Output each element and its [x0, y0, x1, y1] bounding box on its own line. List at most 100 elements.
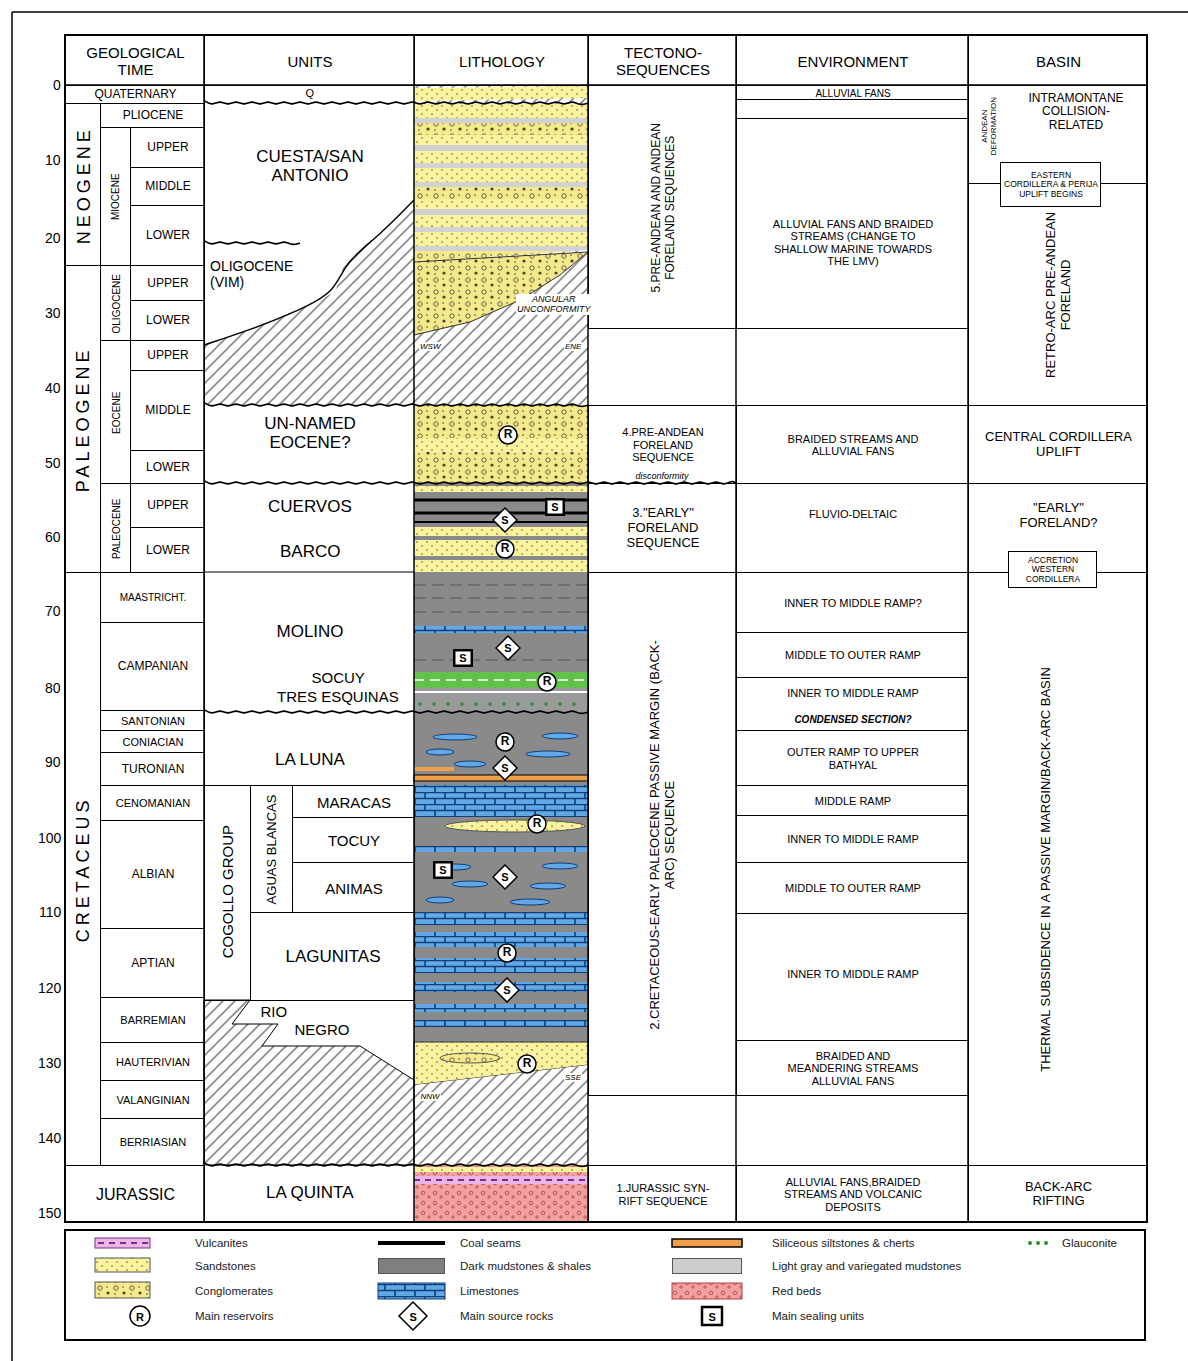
rock-layer [414, 246, 588, 252]
formation-box: LAGUNITAS [250, 912, 415, 1001]
text-holder: INNER TO MIDDLE RAMP [783, 833, 923, 846]
age-tick: 0 [53, 77, 61, 93]
text-holder: ALLUVIAL FANS AND BRAIDED STREAMS (CHANG… [768, 218, 938, 269]
unit-name: OLIGOCENE (VIM) [209, 258, 319, 290]
era-cell: NEOGENE [65, 103, 101, 266]
era-cell: PALEOGENE [65, 265, 101, 573]
formation-box-text: LAGUNITAS [254, 947, 412, 967]
unit-name: UN-NAMED EOCENE? [235, 414, 385, 453]
basin-cell: CENTRAL CORDILLERA UPLIFT [968, 405, 1148, 484]
epoch-cell: PALEOCENE [100, 483, 131, 573]
label-holder: S [709, 1307, 716, 1325]
label-holder: BARCO [280, 542, 340, 562]
environment-cell: INNER TO MIDDLE RAMP [736, 913, 969, 1041]
label-holder: UN-NAMED EOCENE? [235, 414, 385, 453]
volcanic-mark [414, 1179, 588, 1181]
direction-label: SSE [564, 1073, 582, 1082]
rock-layer [414, 1167, 588, 1172]
unconformity-line [204, 101, 588, 105]
direction-label: NNW [420, 1092, 441, 1101]
column-line [413, 35, 415, 1222]
legend-sample [399, 1302, 427, 1330]
epoch-cell-text: EOCENE [110, 344, 122, 481]
environment-cell-text: INNER TO MIDDLE RAMP [783, 687, 923, 700]
stage-cell-text: HAUTERIVIAN [104, 1056, 202, 1069]
source-rock-symbol-text: S [497, 984, 517, 997]
unit-name: LA LUNA [275, 750, 345, 770]
unit-name: RIO [260, 1003, 289, 1020]
rock-layer [414, 168, 588, 183]
age-tick: 90 [45, 754, 61, 770]
label-holder: NNW [420, 1085, 441, 1103]
age-tick: 30 [45, 305, 61, 321]
symbol-circle [499, 426, 517, 444]
reservoir-symbol: R [495, 539, 515, 559]
text-holder: APTIAN [104, 957, 202, 971]
glauconite-dot [488, 702, 492, 706]
glauconite-dot [418, 702, 422, 706]
text-holder: RETRO-ARC PRE-ANDEAN FORELAND [1044, 210, 1074, 380]
legend-sample [1028, 1241, 1032, 1245]
text-holder: LOWER [134, 314, 202, 328]
reservoir-symbol: R [497, 943, 517, 963]
basin-cell-text: CENTRAL CORDILLERA UPLIFT [979, 430, 1139, 460]
period-cell: JURASSIC [65, 1165, 205, 1223]
text-holder: UNITS [208, 53, 412, 70]
reservoir-symbol-text: R [500, 946, 514, 960]
environment-cell: BRAIDED STREAMS AND ALLUVIAL FANS [736, 405, 969, 484]
rock-lens [454, 761, 486, 767]
hiatus-area [204, 200, 414, 405]
text-holder: S [436, 864, 450, 877]
glauconite-dot [544, 702, 548, 706]
legend-swatch [378, 1258, 445, 1274]
glauconite-dot [460, 702, 464, 706]
rock-lens [445, 820, 585, 832]
reservoir-symbol: R [527, 814, 547, 834]
rock-layer [414, 1176, 588, 1184]
source-rock-symbol-text: S [495, 762, 515, 775]
stage-cell: BERRIASIAN [100, 1118, 205, 1166]
legend-sample [95, 1258, 150, 1272]
text-holder: UPPER [134, 277, 202, 291]
legend-text: Main reservoirs [195, 1310, 274, 1323]
label-holder: 0 [53, 76, 61, 94]
text-holder: R [498, 735, 512, 749]
text-holder: MAASTRICHT. [104, 592, 202, 604]
age-tick: 140 [38, 1130, 61, 1146]
rock-body [414, 1065, 588, 1165]
legend-sample [1044, 1241, 1048, 1245]
legend-sample [672, 1239, 742, 1247]
header-cell: TECTONO- SEQUENCES [588, 35, 737, 86]
text-holder: INNER TO MIDDLE RAMP [783, 687, 923, 700]
formation-box-text: MARACAS [296, 794, 412, 811]
rock-layer [414, 767, 454, 771]
unconformity-line [204, 710, 588, 714]
basin-cell-text: RETRO-ARC PRE-ANDEAN FORELAND [1044, 210, 1074, 380]
rock-lens [542, 863, 578, 869]
text-holder: S [495, 871, 515, 884]
text-holder: LITHOLOGY [418, 53, 586, 70]
stage-cell: BARREMIAN [100, 997, 205, 1043]
environment-cell: INNER TO MIDDLE RAMPCONDENSED SECTION? [736, 677, 969, 731]
age-tick: 110 [39, 904, 61, 920]
epoch-cell-text: MIOCENE [110, 131, 122, 263]
text-holder: OLIGOCENE [110, 269, 122, 338]
stage-cell-text: BARREMIAN [104, 1014, 202, 1027]
reservoir-symbol-text: R [498, 542, 512, 556]
header-cell: GEOLOGICAL TIME [65, 35, 205, 86]
environment-cell-text: MIDDLE TO OUTER RAMP [783, 882, 923, 895]
stage-cell: MAASTRICHT. [100, 572, 205, 623]
source-rock-symbol-text: S [495, 514, 515, 527]
label-holder: 130 [38, 1054, 61, 1072]
label-holder: 140 [38, 1129, 61, 1147]
rock-layer [414, 688, 588, 712]
unit-name: CUESTA/SAN ANTONIO [225, 147, 395, 186]
text-holder: TECTONO- SEQUENCES [603, 44, 723, 79]
text-holder: MIDDLE TO OUTER RAMP [783, 649, 923, 662]
subgroup-box: MARACASTOCUYANIMASAGUAS BLANCAS [250, 785, 415, 913]
text-holder: QUATERNARY [69, 88, 202, 102]
epoch-cell-text: OLIGOCENE [110, 269, 122, 338]
environment-cell: MIDDLE RAMP [736, 785, 969, 816]
stage-cell-text: APTIAN [104, 957, 202, 971]
